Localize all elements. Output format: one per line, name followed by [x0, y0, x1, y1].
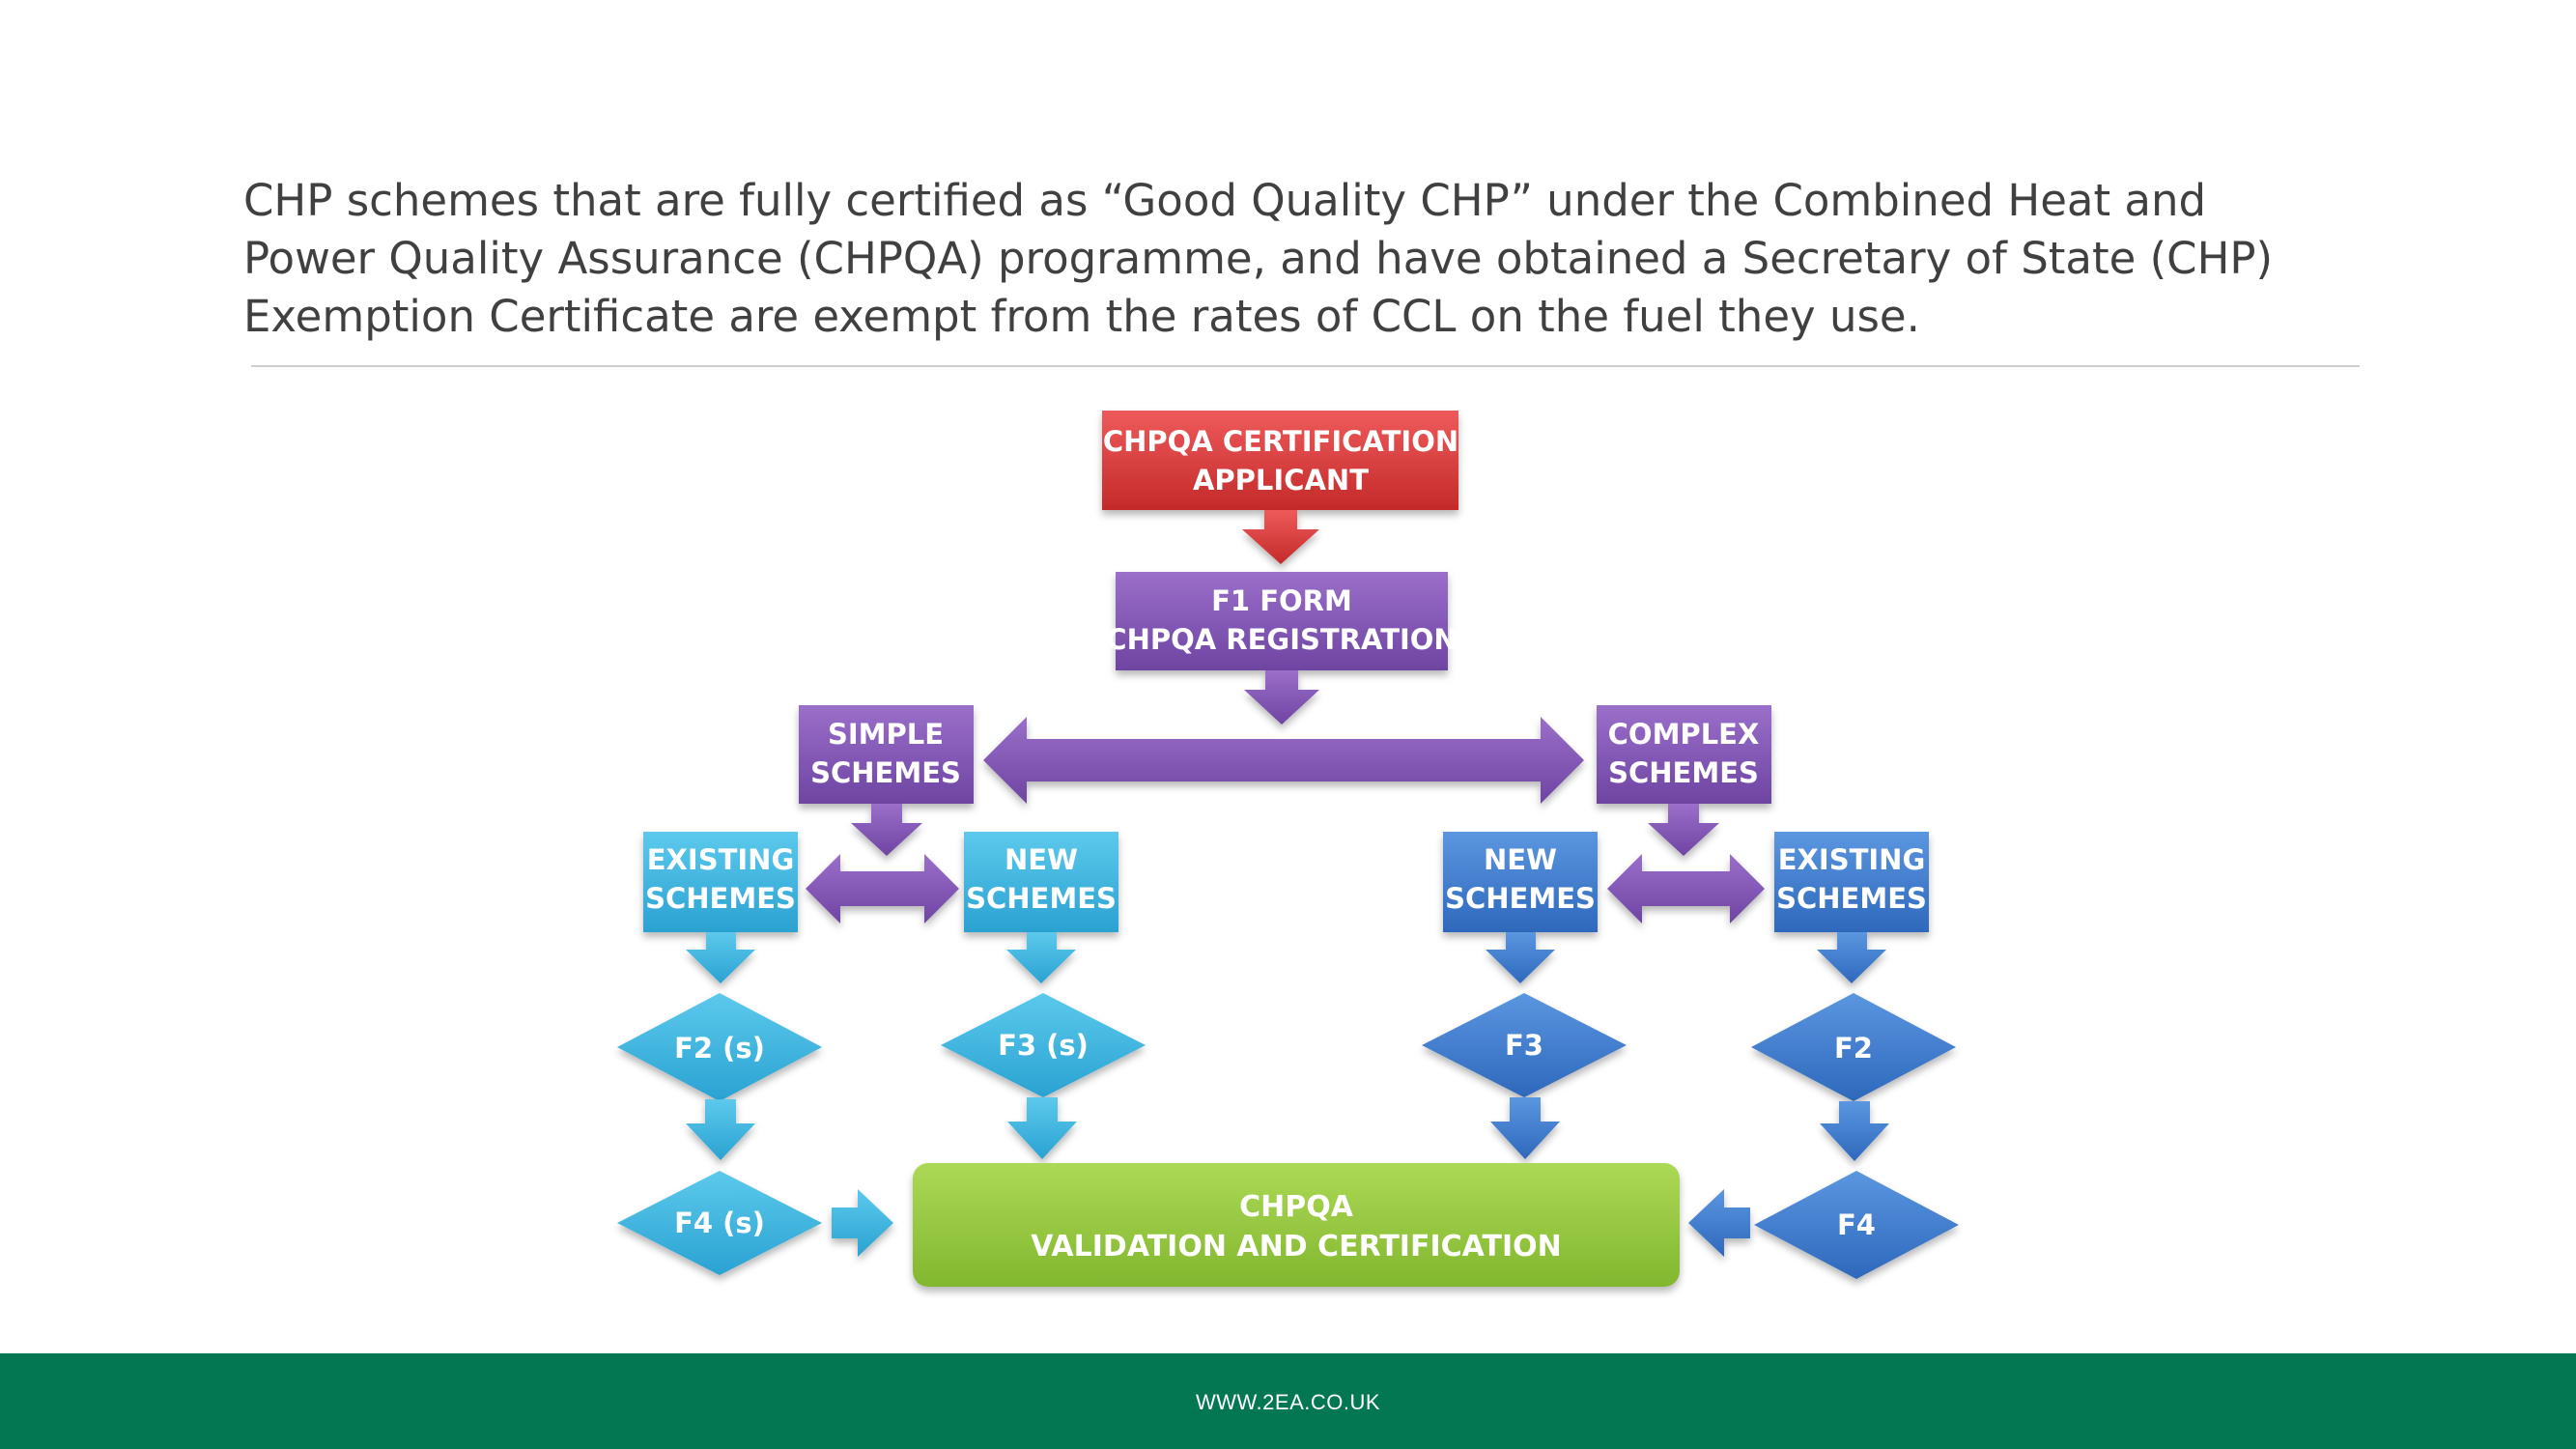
complex-existing-schemes-box: [1774, 832, 1929, 932]
arrow-f3-down: [1490, 1097, 1560, 1159]
arrow-registration-down: [1244, 670, 1319, 724]
intro-line-3: Exemption Certificate are exempt from th…: [243, 291, 1920, 342]
applicant-label-1: CHPQA CERTIFICATION: [1103, 425, 1458, 458]
f4s-label: F4 (s): [674, 1207, 765, 1239]
f3-label: F3: [1505, 1029, 1543, 1062]
arrow-applicant-to-registration: [1242, 510, 1319, 564]
simple-new-label-1: NEW: [1005, 843, 1078, 876]
f2-diamond: [1751, 993, 1956, 1101]
intro-line-1: CHP schemes that are fully certified as …: [243, 175, 2207, 226]
validation-label-1: CHPQA: [1239, 1190, 1354, 1224]
applicant-box: [1102, 411, 1458, 510]
f3s-diamond: [941, 993, 1146, 1097]
arrow-simple-existing-down: [686, 932, 755, 983]
simple-schemes-label-2: SCHEMES: [810, 756, 961, 789]
arrow-f3s-down: [1007, 1097, 1077, 1159]
arrow-complex-existing-down: [1817, 932, 1886, 983]
divider-line: [251, 365, 2360, 367]
complex-new-label-2: SCHEMES: [1445, 882, 1596, 915]
arrow-complex-down: [1648, 804, 1719, 856]
simple-schemes-box: [799, 705, 974, 804]
simple-existing-label-2: SCHEMES: [645, 882, 796, 915]
arrow-f4s-right: [832, 1189, 893, 1257]
complex-existing-label-2: SCHEMES: [1776, 882, 1927, 915]
f2s-diamond: [617, 993, 822, 1101]
f4-label: F4: [1837, 1208, 1876, 1241]
complex-schemes-box: [1597, 705, 1771, 804]
f4-diamond: [1754, 1171, 1959, 1279]
arrow-simple-sub-double: [806, 854, 959, 923]
simple-new-label-2: SCHEMES: [966, 882, 1117, 915]
chpqa-flowchart: CHPQA CERTIFICATION APPLICANT F1 FORM CH…: [617, 411, 1959, 1287]
arrow-complex-new-down: [1486, 932, 1555, 983]
simple-existing-label-1: EXISTING: [647, 843, 795, 876]
arrow-simple-complex-double: [983, 717, 1584, 804]
complex-new-label-1: NEW: [1484, 843, 1557, 876]
arrow-simple-new-down: [1006, 932, 1076, 983]
registration-box: [1116, 572, 1448, 670]
applicant-label-2: APPLICANT: [1193, 464, 1369, 497]
arrow-simple-down: [851, 804, 922, 856]
complex-existing-label-1: EXISTING: [1778, 843, 1926, 876]
intro-text: CHP schemes that are fully certified as …: [243, 172, 2417, 346]
simple-new-schemes-box: [964, 832, 1118, 932]
validation-label-2: VALIDATION AND CERTIFICATION: [1031, 1230, 1562, 1264]
simple-existing-schemes-box: [643, 832, 798, 932]
footer-bar: WWW.2EA.CO.UK: [0, 1353, 2576, 1449]
f3-diamond: [1422, 993, 1627, 1097]
f2-label: F2: [1834, 1032, 1873, 1065]
arrow-f4-left: [1688, 1189, 1750, 1257]
validation-certification-box: [913, 1163, 1680, 1287]
f3s-label: F3 (s): [998, 1029, 1089, 1062]
complex-schemes-label-1: COMPLEX: [1608, 718, 1760, 751]
f2s-label: F2 (s): [674, 1032, 765, 1065]
arrow-f2s-down: [686, 1099, 755, 1160]
registration-label-2: CHPQA REGISTRATION: [1106, 623, 1457, 656]
f4s-diamond: [617, 1171, 822, 1275]
arrow-f2-down: [1820, 1101, 1889, 1161]
arrow-complex-sub-double: [1607, 854, 1765, 923]
intro-line-2: Power Quality Assurance (CHPQA) programm…: [243, 233, 2274, 284]
complex-new-schemes-box: [1443, 832, 1598, 932]
registration-label-1: F1 FORM: [1211, 584, 1352, 617]
footer-url: WWW.2EA.CO.UK: [1195, 1390, 1381, 1414]
complex-schemes-label-2: SCHEMES: [1608, 756, 1759, 789]
simple-schemes-label-1: SIMPLE: [828, 718, 944, 751]
